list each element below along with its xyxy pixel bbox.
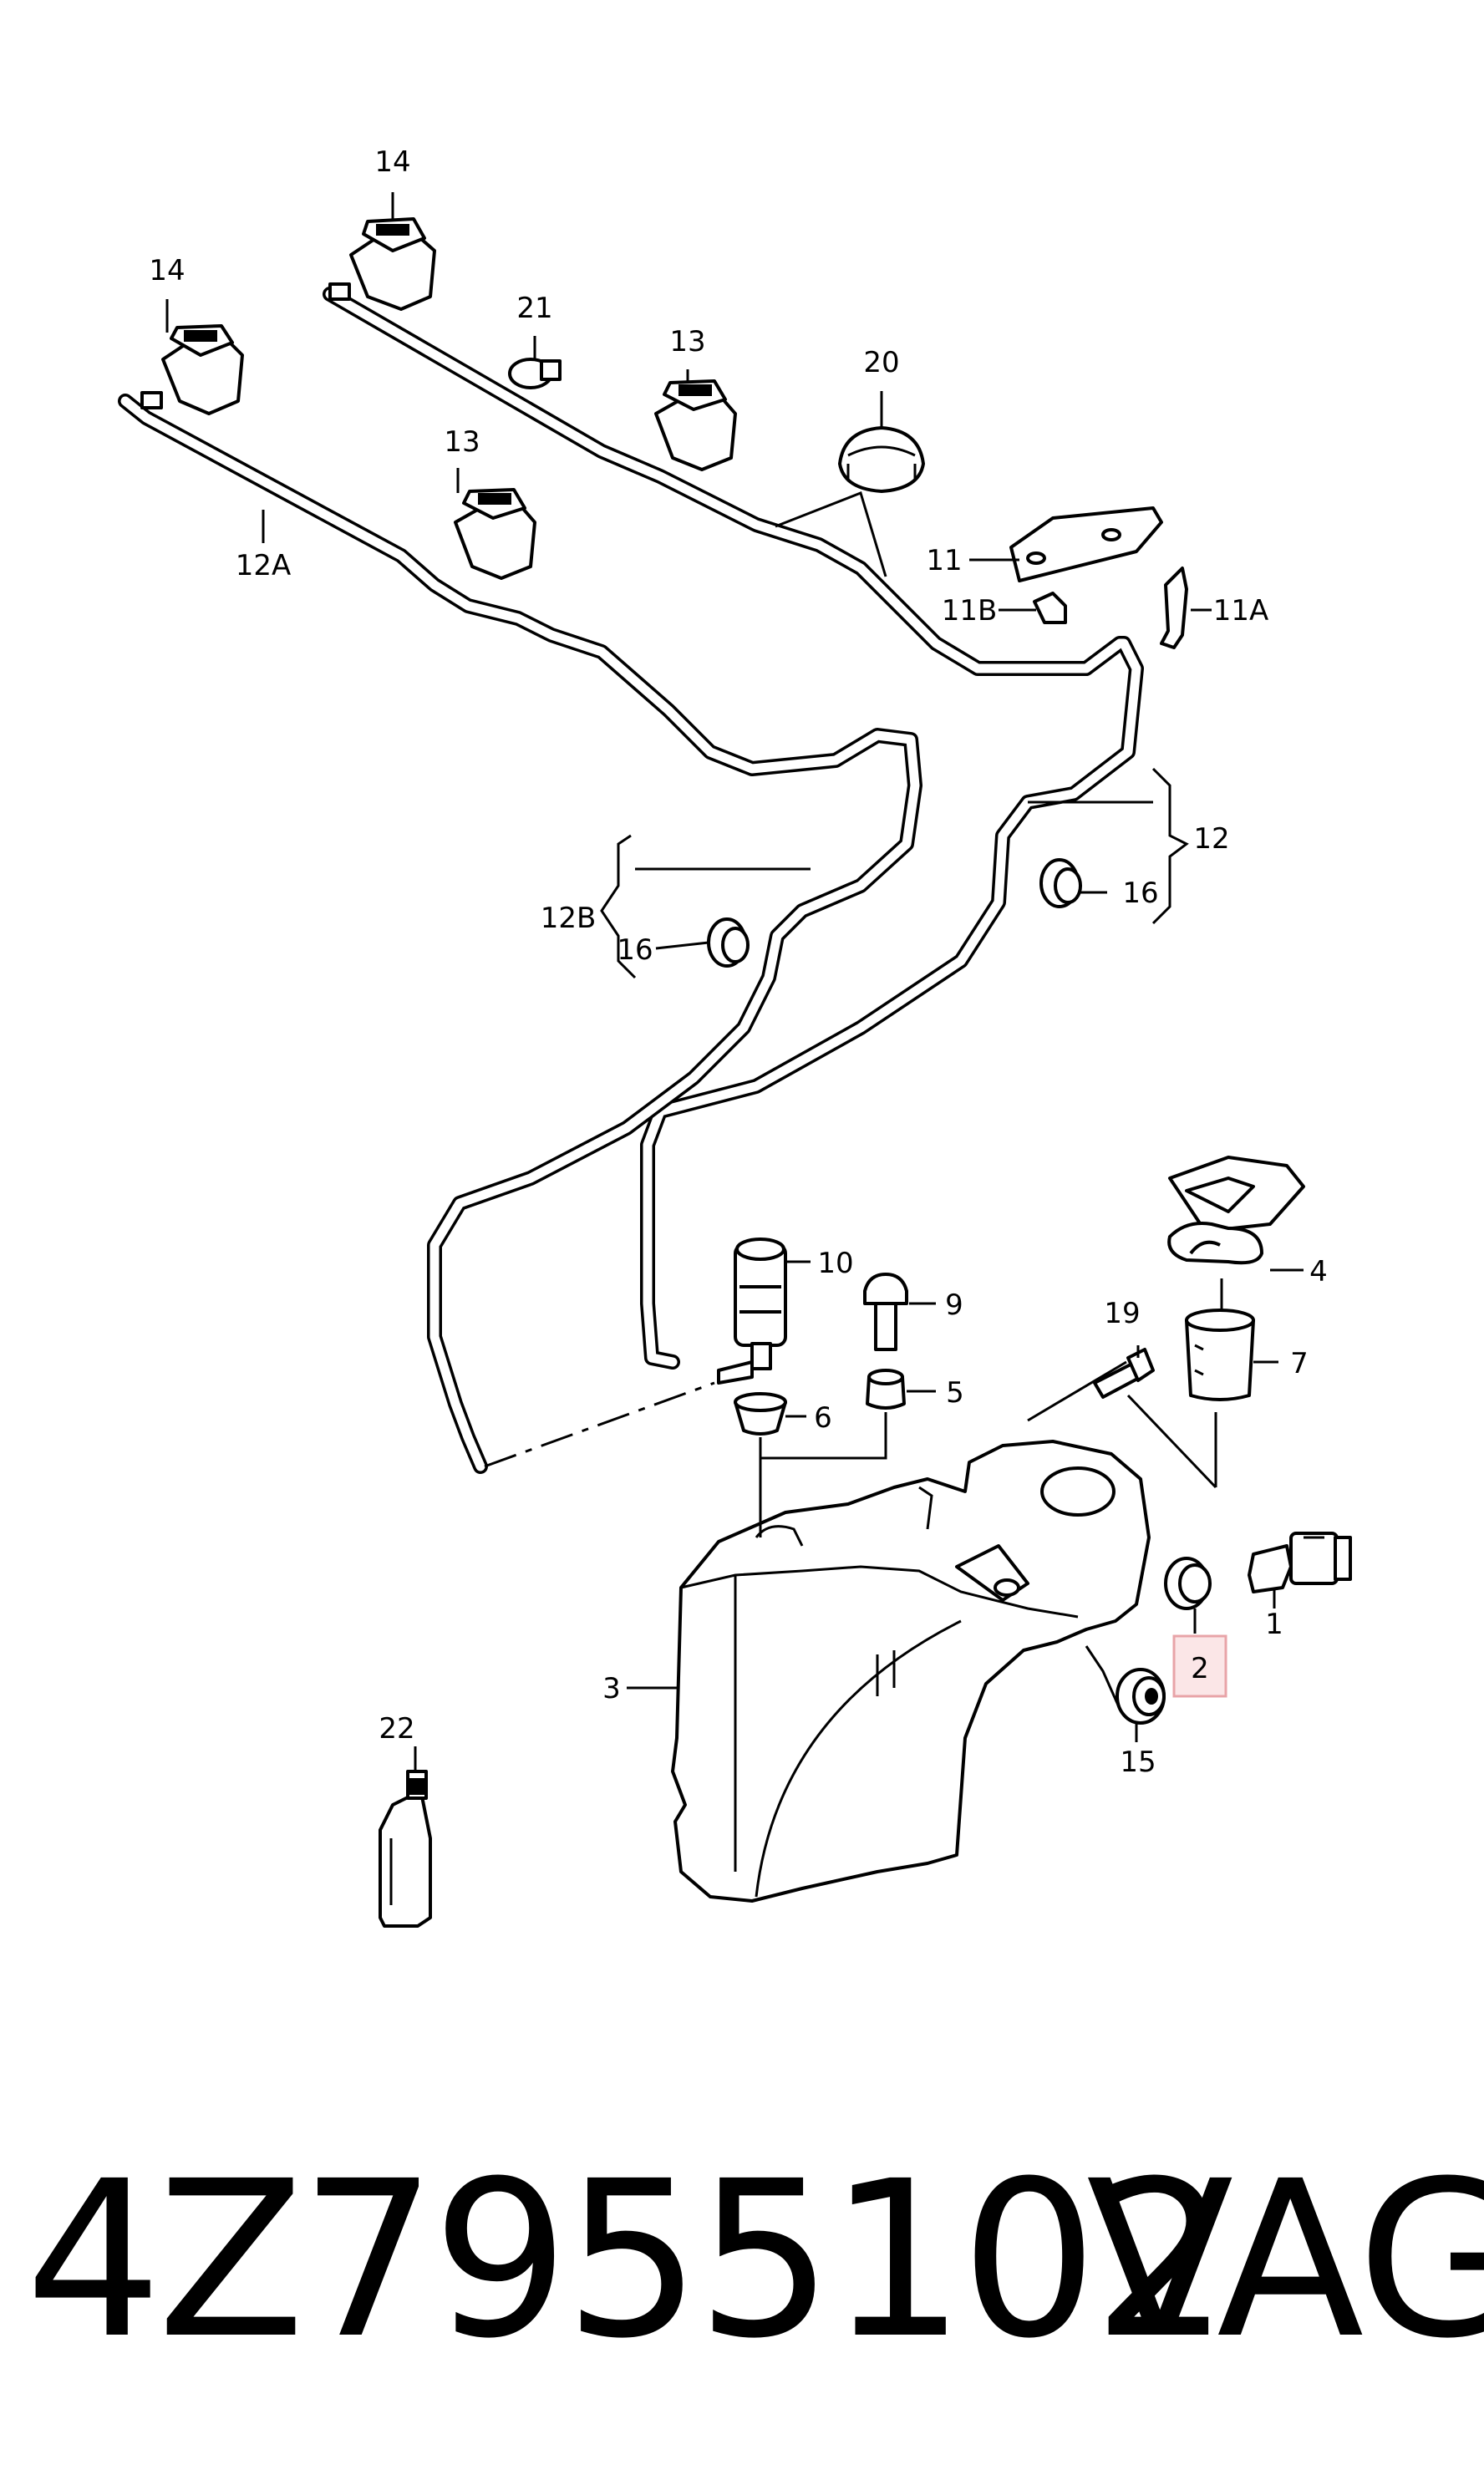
grommet-5 <box>866 1369 906 1410</box>
bracket-11 <box>1009 506 1163 582</box>
callout-6: 6 <box>814 1401 832 1435</box>
brand-name: VAG <box>1086 2135 1484 2386</box>
callout-5: 5 <box>946 1376 964 1410</box>
grommet-16-right <box>1039 858 1082 908</box>
callout-labels: 14 14 21 13 20 13 12A 11 11B 11A 12 16 1… <box>149 145 1327 1779</box>
callout-12: 12 <box>1193 822 1229 856</box>
highlight-box <box>1172 1634 1227 1698</box>
washer-hoses <box>118 287 1144 1474</box>
callout-19: 19 <box>1104 1297 1140 1330</box>
grommet-2 <box>1164 1557 1212 1610</box>
clip-21 <box>508 358 562 389</box>
callout-11: 11 <box>926 544 962 577</box>
part-number: 4Z7955102 <box>25 2135 1230 2386</box>
nozzle-14-lower <box>140 324 244 415</box>
callout-14-upper: 14 <box>374 145 410 179</box>
callout-9: 9 <box>945 1288 963 1322</box>
bracket-11a <box>1160 567 1188 649</box>
screw-19 <box>1093 1348 1155 1399</box>
callout-10: 10 <box>817 1247 853 1280</box>
nozzle-14-upper <box>328 217 436 311</box>
bottle-22 <box>379 1770 432 1928</box>
callout-16-left: 16 <box>617 933 653 967</box>
callout-12a: 12A <box>236 549 292 582</box>
nozzle-13-lower <box>454 488 536 580</box>
sensor-1 <box>1248 1532 1352 1593</box>
callout-11b: 11B <box>942 594 998 628</box>
grommet-15 <box>1116 1668 1166 1725</box>
bolt-9 <box>863 1273 908 1351</box>
strainer-7 <box>1185 1278 1255 1401</box>
grommet-16-left <box>707 917 750 968</box>
callout-1: 1 <box>1265 1608 1283 1641</box>
callout-4: 4 <box>1309 1255 1328 1288</box>
grommet-6 <box>734 1392 787 1436</box>
callout-16-right: 16 <box>1122 877 1158 910</box>
callout-15: 15 <box>1120 1746 1156 1779</box>
callout-11a: 11A <box>1213 594 1269 628</box>
callout-12b: 12B <box>541 902 597 935</box>
callout-13-lower: 13 <box>444 425 480 459</box>
reservoir-3 <box>671 1440 1151 1903</box>
callout-13-upper: 13 <box>669 325 705 358</box>
callout-14-lower: 14 <box>149 254 185 287</box>
callout-20: 20 <box>863 346 899 379</box>
pump-10 <box>717 1238 787 1385</box>
nozzle-13-upper <box>654 379 737 471</box>
callout-2: 2 <box>1191 1652 1209 1685</box>
callout-21: 21 <box>516 292 552 325</box>
callout-3: 3 <box>602 1672 621 1705</box>
callout-7: 7 <box>1290 1347 1309 1380</box>
callout-22: 22 <box>379 1712 414 1746</box>
leader-lines <box>165 192 1304 1771</box>
cap-4 <box>1167 1156 1305 1265</box>
clip-11b <box>1033 592 1067 624</box>
cap-20 <box>838 426 925 493</box>
